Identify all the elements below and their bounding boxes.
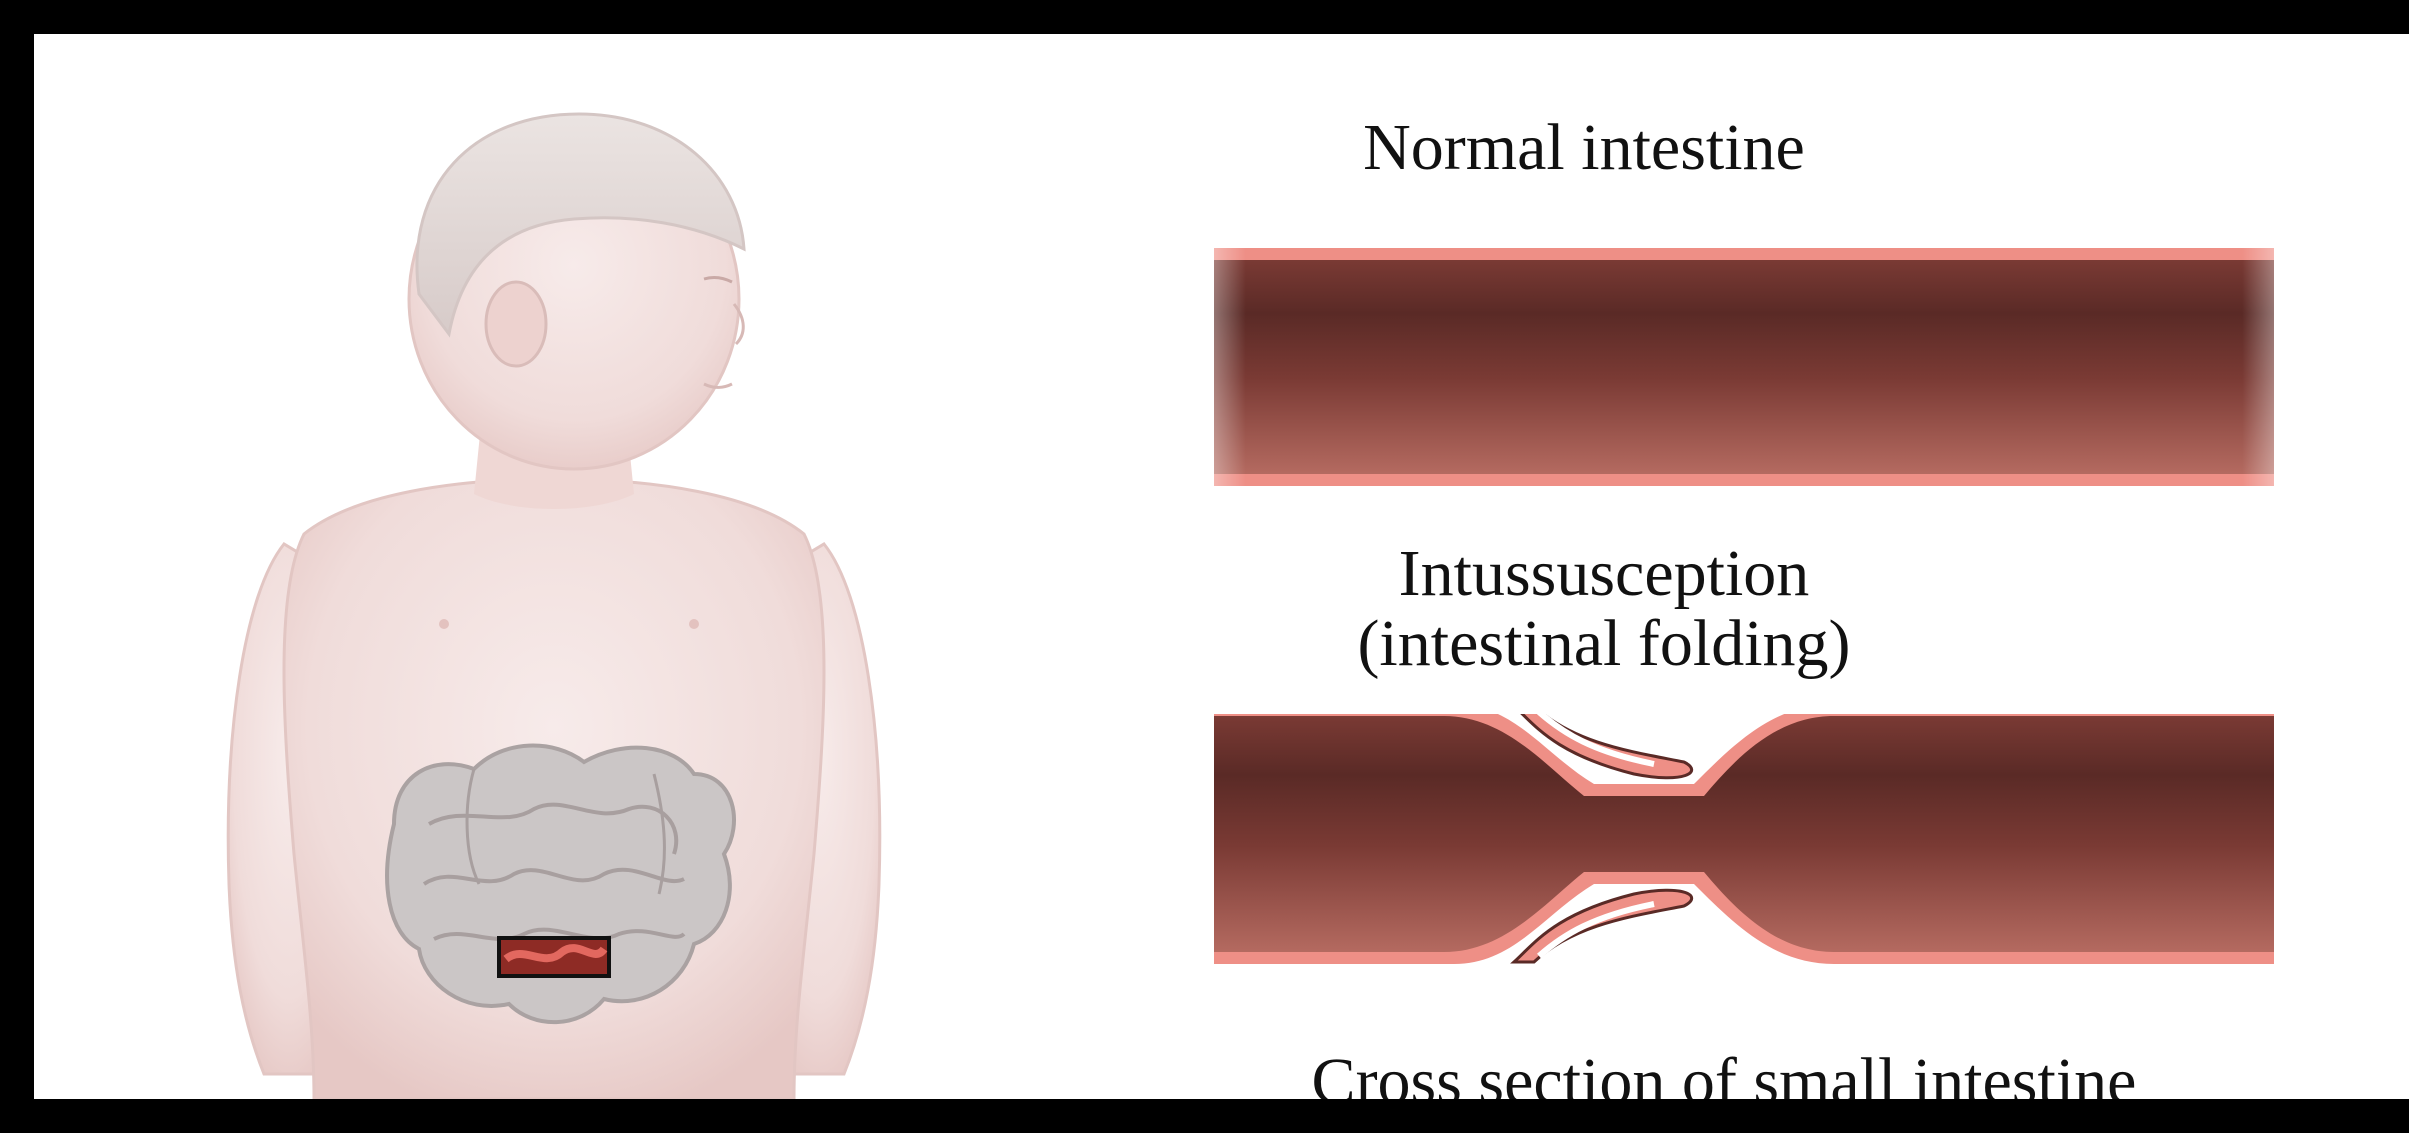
cross-section-label: Cross section of small intestine: [1124, 1046, 2324, 1099]
intussusception-label: Intussusception (intestinal folding): [1324, 539, 1884, 679]
frame-bottom-border: [0, 1099, 2409, 1133]
affected-section-highlight: [499, 938, 609, 976]
intussusception-tube: [1214, 714, 2274, 1014]
ear: [486, 282, 546, 366]
child-illustration: [34, 34, 1074, 1099]
intussusception-title: Intussusception: [1324, 539, 1884, 609]
normal-intestine-label: Normal intestine: [1334, 112, 1834, 184]
normal-intestine-tube: [1214, 230, 2274, 530]
intussusception-subtitle: (intestinal folding): [1324, 609, 1884, 679]
figure-panel: Normal intestine Intussusception (intest…: [34, 34, 2409, 1099]
